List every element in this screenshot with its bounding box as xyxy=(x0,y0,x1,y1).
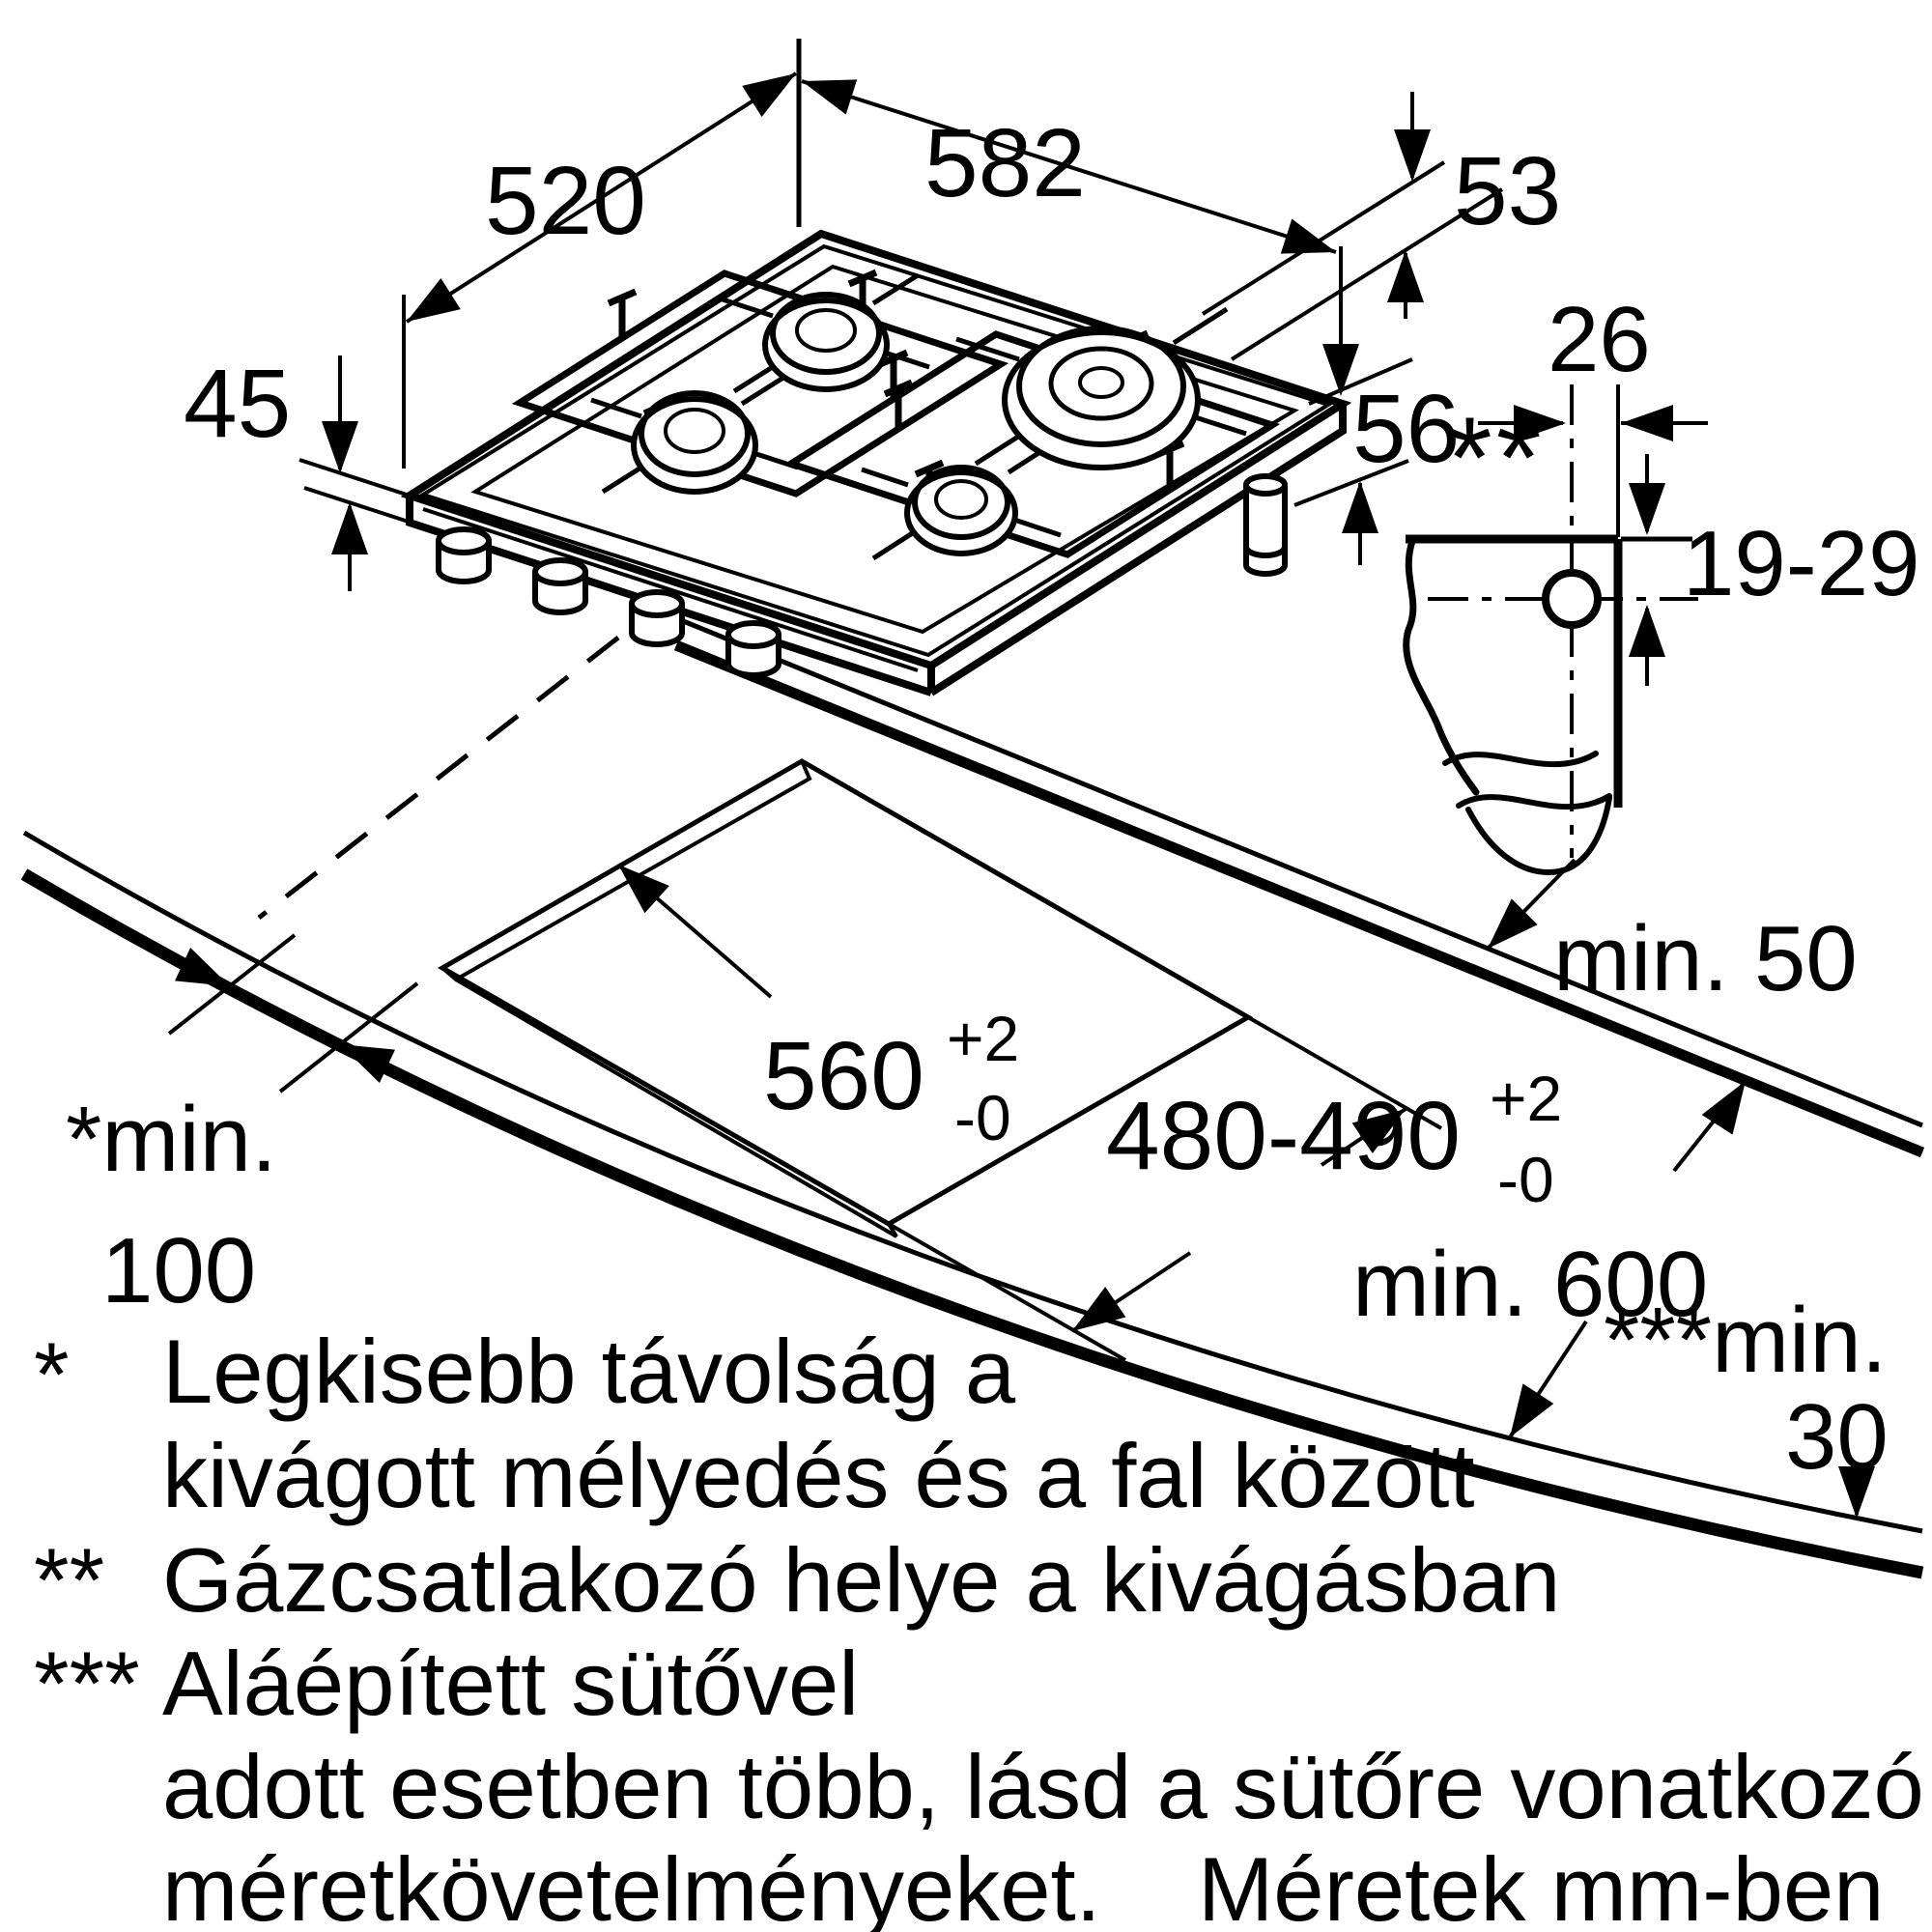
arrowhead-icon xyxy=(1280,218,1342,270)
worktop-front-edge-line xyxy=(22,830,1923,1534)
arrowhead-icon xyxy=(606,850,669,914)
dim-45-label: 45 xyxy=(184,350,291,458)
arrowhead-icon xyxy=(1621,405,1673,441)
dim-min100-tick-lines xyxy=(167,933,419,1094)
wall-edge-line xyxy=(20,868,1924,1579)
dim-480-490-label: 480-490 xyxy=(1106,1082,1461,1190)
dim-480-tol-minus: -0 xyxy=(1497,1144,1554,1215)
dim-26-label: 26 xyxy=(1548,288,1651,391)
hob-foot xyxy=(1243,473,1288,577)
arrowhead-icon xyxy=(1342,481,1378,533)
dimension-callouts xyxy=(144,39,1875,1519)
arrowhead-icon xyxy=(331,502,368,554)
dim-min50-label: min. 50 xyxy=(1553,907,1858,1010)
footnote-line-1a: Legkisebb távolság a xyxy=(162,1321,1016,1422)
dim-520-label: 520 xyxy=(485,147,646,255)
detail-break-curve-2 xyxy=(1456,793,1612,810)
dim-560-label: 560 xyxy=(763,1022,924,1130)
burner-wok xyxy=(1002,326,1201,470)
arrowhead-icon xyxy=(396,278,461,338)
arrowhead-icon xyxy=(1062,1287,1126,1347)
detail-break-curve-1 xyxy=(1442,751,1599,768)
footnotes: * Legkisebb távolság a kivágott mélyedés… xyxy=(34,1321,1924,1932)
dim-560-tol-plus: +2 xyxy=(947,1003,1019,1074)
hob-body-lip xyxy=(422,507,919,672)
arrowhead-icon xyxy=(742,57,807,117)
dim-min30-label-value: 30 xyxy=(1785,1385,1889,1489)
dim-56-label: 56 xyxy=(1352,375,1460,483)
footnote-line-3a: Aláépített sütővel xyxy=(162,1633,859,1734)
arrowhead-icon xyxy=(322,421,358,473)
footnote-line-3b: adott esetben több, lásd a sütőre vonatk… xyxy=(162,1736,1924,1837)
dim-line-582 xyxy=(801,79,1337,254)
hob-control-knobs xyxy=(436,526,781,678)
detail-bracket-edges xyxy=(1406,534,1623,808)
dimension-labels: 520 582 53 45 56 26 ** 19-29 560 +2 -0 4… xyxy=(66,109,1920,1489)
hob-burners xyxy=(631,292,1201,556)
worktop-rear-edge-thin xyxy=(675,615,1923,1128)
dim-480-tol-plus: +2 xyxy=(1490,1063,1562,1134)
arrowhead-icon xyxy=(1629,483,1665,535)
dim-line-520 xyxy=(405,71,798,324)
units-note: Méretek mm-ben xyxy=(1198,1838,1884,1932)
arrowhead-icon xyxy=(1629,605,1665,657)
footnote-marker-3: *** xyxy=(34,1633,140,1734)
footnote-line-3c: méretkövetelményeket. xyxy=(162,1838,1101,1932)
dim-19-29-label: 19-29 xyxy=(1683,512,1920,615)
detail-lower-fragment xyxy=(1465,795,1612,875)
gas-connection-hole xyxy=(1542,569,1602,629)
hob-rim-inner xyxy=(418,243,1333,658)
knob xyxy=(436,526,492,584)
dim-582-label: 582 xyxy=(924,109,1086,217)
gas-connection-detail xyxy=(1403,384,1698,875)
pan-support-arms xyxy=(590,272,1247,561)
dim-min100-label-value: 100 xyxy=(101,1219,256,1322)
burner-left xyxy=(631,390,758,495)
dim-min100-label-top: *min. xyxy=(66,1088,277,1191)
footnote-line-1b: kivágott mélyedés és a fal között xyxy=(162,1425,1474,1526)
burner-front xyxy=(904,465,1018,556)
dim-560-tol-minus: -0 xyxy=(954,1082,1011,1153)
gas-marker-label: ** xyxy=(1447,393,1545,523)
dim-min30-label-top: ***min. xyxy=(1604,1289,1887,1392)
knob xyxy=(532,557,588,615)
dim-56-reference-lines xyxy=(1293,357,1413,507)
burner-rear xyxy=(762,292,890,392)
hob-isometric-view xyxy=(400,229,1352,696)
dim-min600-label: min. 600 xyxy=(1352,1233,1708,1336)
dim-53-label: 53 xyxy=(1454,137,1561,245)
footnote-marker-1: * xyxy=(34,1323,70,1425)
cutout-inner-lip xyxy=(440,760,898,1238)
footnote-line-2: Gázcsatlakozó helye a kivágásban xyxy=(162,1529,1560,1631)
knob xyxy=(629,589,685,647)
dim-53-reference-lines xyxy=(1201,160,1504,361)
worktop-rear-edge-thick xyxy=(673,639,1925,1158)
hob-surface-tray xyxy=(470,264,1299,635)
knob xyxy=(725,620,781,678)
projection-dashed-line xyxy=(257,636,620,920)
footnote-marker-2: ** xyxy=(34,1529,104,1631)
dim-45-reference-lines xyxy=(298,458,421,527)
dim-480-extension-lines xyxy=(888,1015,1442,1362)
arrowhead-icon xyxy=(796,63,858,115)
